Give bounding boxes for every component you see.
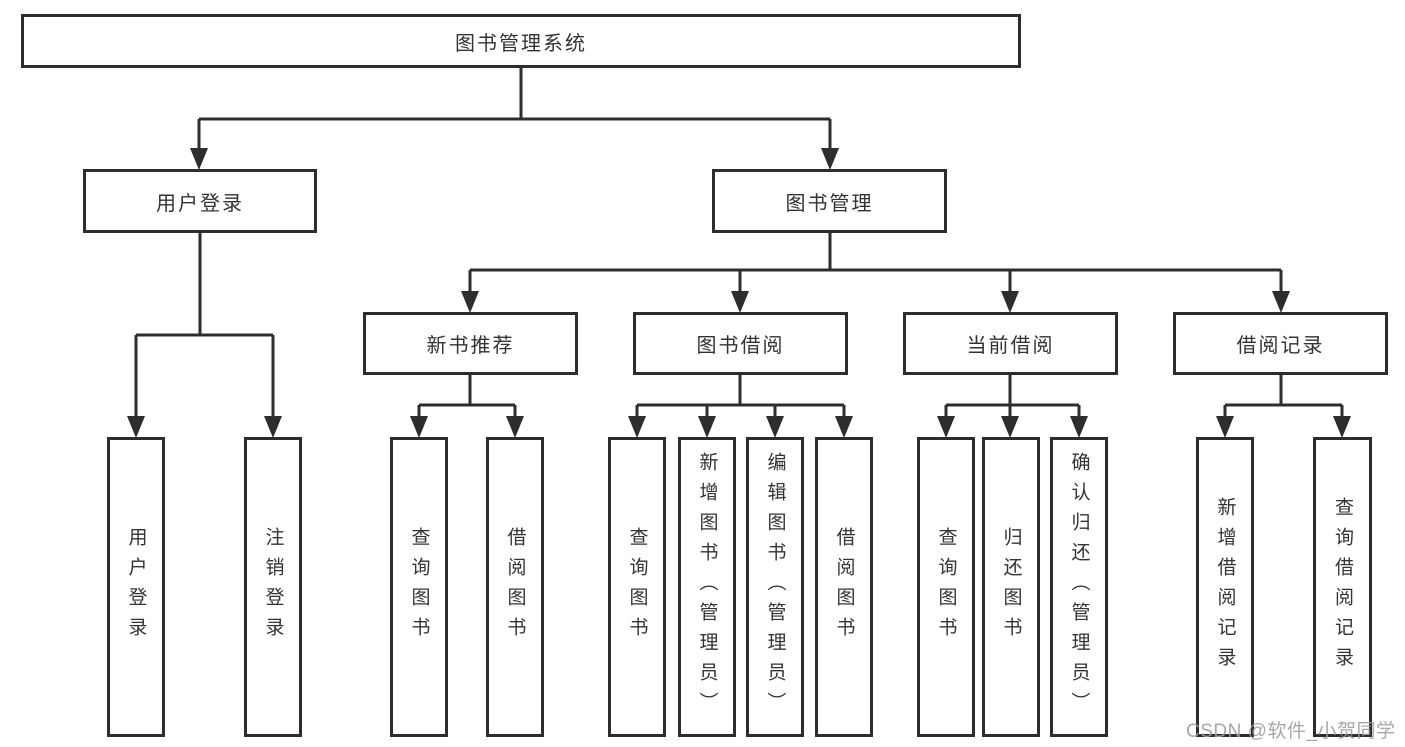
- leaf-newrec-borrow-books: 借阅图书: [486, 437, 544, 737]
- node-label: 用户登录: [125, 527, 147, 647]
- node-current-borrowing: 当前借阅: [903, 312, 1118, 375]
- leaf-records-add-record: 新增借阅记录: [1196, 437, 1254, 737]
- node-label: 借阅图书: [504, 527, 526, 647]
- node-label: 查询图书: [935, 527, 957, 647]
- leaf-borrow-borrow-books: 借阅图书: [815, 437, 873, 737]
- leaf-records-query-record: 查询借阅记录: [1313, 437, 1372, 737]
- node-label: 编辑图书（管理员）: [764, 452, 786, 722]
- leaf-newrec-query-books: 查询图书: [390, 437, 448, 737]
- node-label: 注销登录: [262, 527, 284, 647]
- leaf-logout: 注销登录: [244, 437, 302, 737]
- node-label: 新增图书（管理员）: [696, 452, 718, 722]
- node-label: 归还图书: [1000, 527, 1022, 647]
- leaf-borrow-add-books-admin: 新增图书（管理员）: [678, 437, 736, 737]
- node-label: 图书管理系统: [455, 32, 587, 55]
- node-book-borrowing: 图书借阅: [633, 312, 848, 375]
- leaf-user-login: 用户登录: [107, 437, 165, 737]
- node-label: 查询图书: [626, 527, 648, 647]
- node-label: 查询图书: [408, 527, 430, 647]
- node-label: 查询借阅记录: [1332, 497, 1353, 677]
- node-label: 确认归还（管理员）: [1068, 452, 1090, 722]
- leaf-borrow-edit-books-admin: 编辑图书（管理员）: [746, 437, 804, 737]
- node-library-management-system: 图书管理系统: [21, 14, 1021, 68]
- node-new-book-recommendation: 新书推荐: [363, 312, 578, 375]
- leaf-current-confirm-return-admin: 确认归还（管理员）: [1050, 437, 1108, 737]
- node-user-login: 用户登录: [83, 169, 317, 233]
- node-label: 新书推荐: [426, 335, 515, 357]
- node-book-management: 图书管理: [712, 169, 947, 233]
- node-borrowing-records: 借阅记录: [1173, 312, 1388, 375]
- leaf-current-query-books: 查询图书: [917, 437, 975, 737]
- leaf-borrow-query-books: 查询图书: [608, 437, 666, 737]
- node-label: 图书管理: [785, 192, 874, 215]
- node-label: 图书借阅: [696, 335, 785, 357]
- node-label: 新增借阅记录: [1214, 497, 1236, 677]
- leaf-current-return-books: 归还图书: [982, 437, 1040, 737]
- csdn-watermark: CSDN @软件_小贺同学: [1186, 721, 1396, 742]
- node-label: 当前借阅: [966, 335, 1055, 357]
- node-label: 借阅记录: [1236, 335, 1325, 357]
- node-label: 借阅图书: [833, 527, 855, 647]
- node-label: 用户登录: [156, 192, 244, 215]
